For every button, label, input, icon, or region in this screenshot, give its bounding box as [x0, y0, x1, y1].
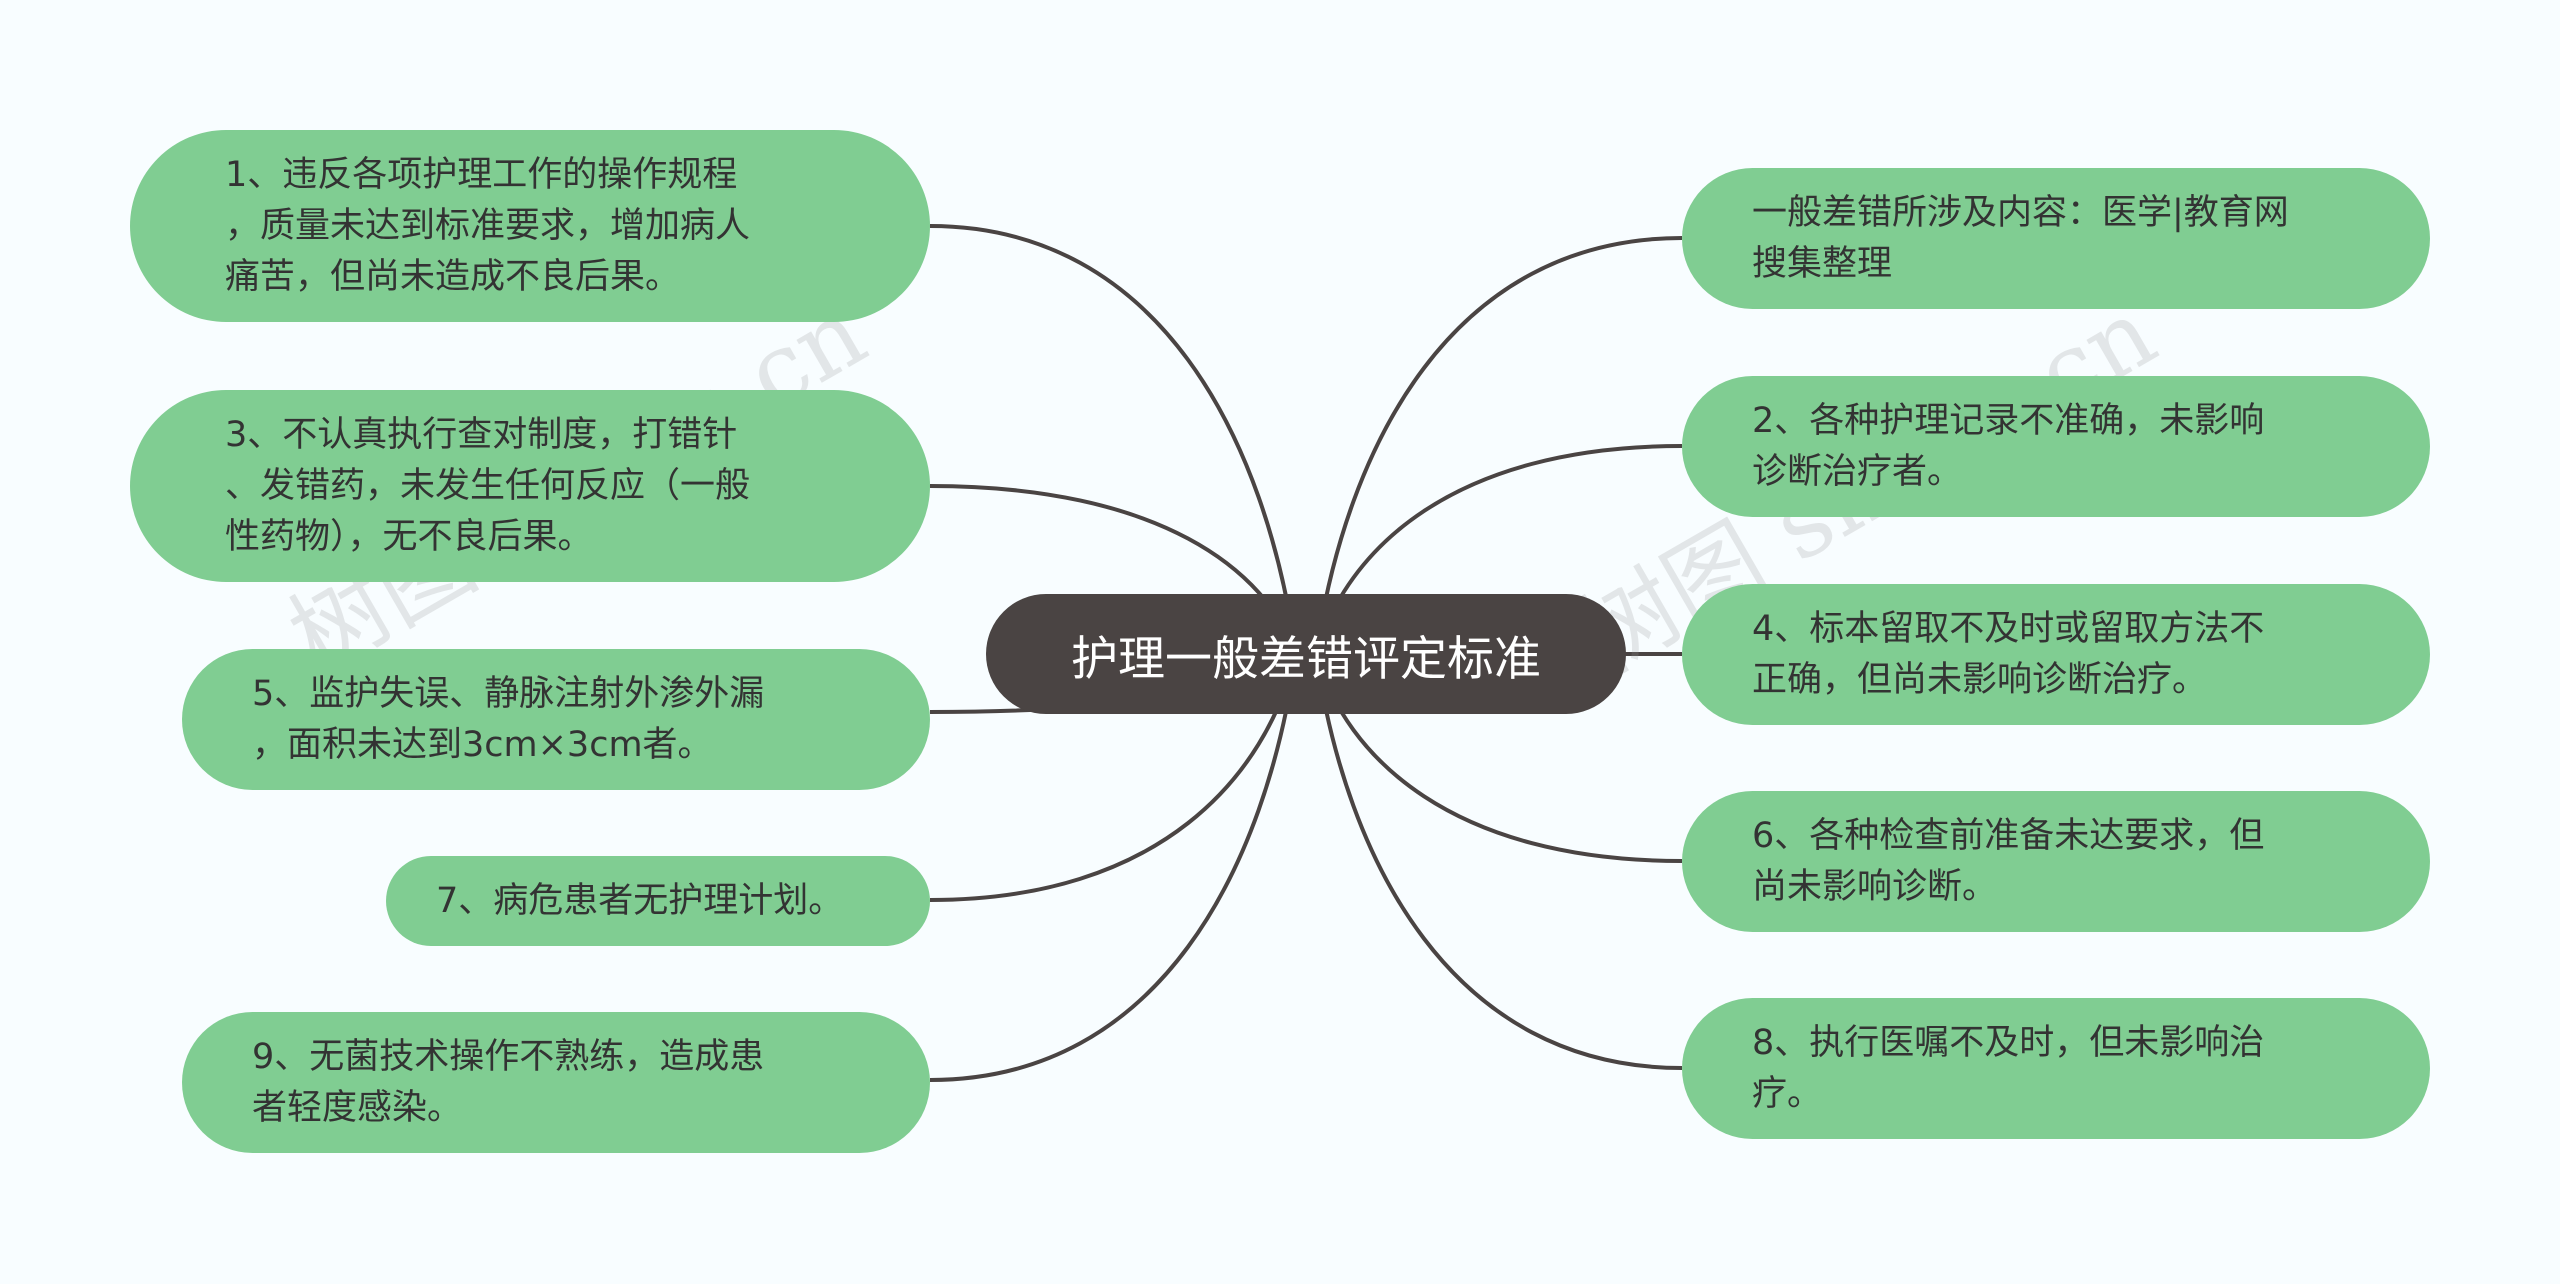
branch-node-left-3[interactable]: 5、监护失误、静脉注射外渗外漏 ，面积未达到3cm×3cm者。: [182, 649, 930, 790]
branch-node-right-5[interactable]: 8、执行医嘱不及时，但未影响治 疗。: [1682, 998, 2430, 1139]
branch-node-text: 6、各种检查前准备未达要求，但 尚未影响诊断。: [1752, 815, 2265, 907]
branch-node-text: 5、监护失误、静脉注射外渗外漏 ，面积未达到3cm×3cm者。: [252, 673, 765, 765]
branch-node-text: 1、违反各项护理工作的操作规程 ，质量未达到标准要求，增加病人 痛苦，但尚未造成…: [225, 154, 751, 297]
branch-node-text: 一般差错所涉及内容：医学|教育网 搜集整理: [1752, 192, 2289, 284]
branch-node-text: 8、执行医嘱不及时，但未影响治 疗。: [1752, 1022, 2265, 1114]
connector-right-1: [1314, 236, 1683, 655]
branch-node-left-1[interactable]: 1、违反各项护理工作的操作规程 ，质量未达到标准要求，增加病人 痛苦，但尚未造成…: [130, 130, 930, 322]
branch-node-right-2[interactable]: 2、各种护理记录不准确，未影响 诊断治疗者。: [1682, 376, 2430, 517]
branch-node-text: 4、标本留取不及时或留取方法不 正确，但尚未影响诊断治疗。: [1752, 608, 2265, 700]
branch-node-right-4[interactable]: 6、各种检查前准备未达要求，但 尚未影响诊断。: [1682, 791, 2430, 932]
central-topic-text: 护理一般差错评定标准: [1071, 631, 1541, 687]
connector-left-1: [929, 224, 1298, 655]
branch-node-text: 9、无菌技术操作不熟练，造成患 者轻度感染。: [252, 1036, 765, 1128]
branch-node-left-4[interactable]: 7、病危患者无护理计划。: [386, 856, 930, 946]
connector-left-5: [929, 653, 1298, 1082]
branch-node-right-1[interactable]: 一般差错所涉及内容：医学|教育网 搜集整理: [1682, 168, 2430, 309]
branch-node-text: 3、不认真执行查对制度，打错针 、发错药，未发生任何反应（一般 性药物），无不良…: [225, 414, 751, 557]
branch-node-right-3[interactable]: 4、标本留取不及时或留取方法不 正确，但尚未影响诊断治疗。: [1682, 584, 2430, 725]
branch-node-left-5[interactable]: 9、无菌技术操作不熟练，造成患 者轻度感染。: [182, 1012, 930, 1153]
connector-right-5: [1314, 653, 1683, 1070]
branch-node-left-2[interactable]: 3、不认真执行查对制度，打错针 、发错药，未发生任何反应（一般 性药物），无不良…: [130, 390, 930, 582]
central-topic[interactable]: 护理一般差错评定标准: [986, 594, 1626, 714]
branch-node-text: 2、各种护理记录不准确，未影响 诊断治疗者。: [1752, 400, 2265, 492]
branch-node-text: 7、病危患者无护理计划。: [436, 880, 844, 921]
